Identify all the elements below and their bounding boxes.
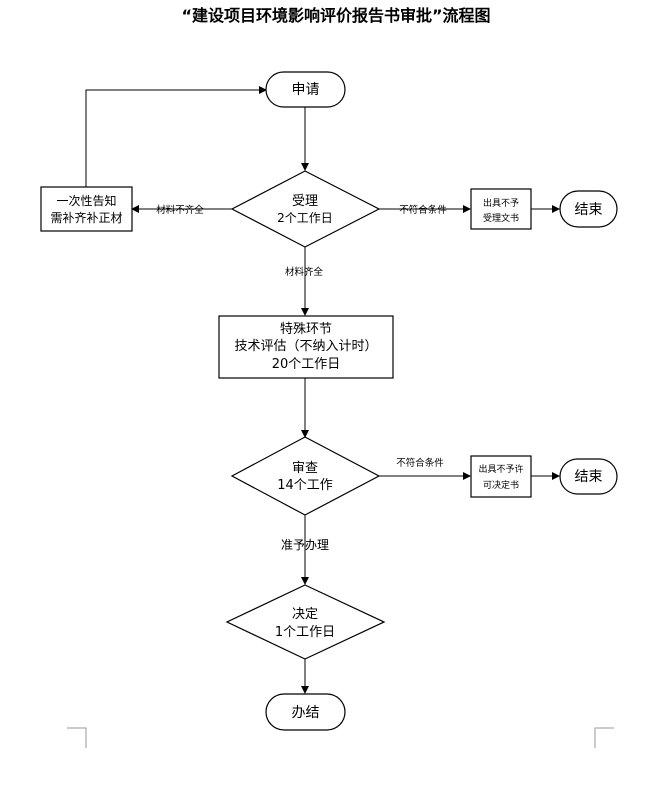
svg-text:一次性告知: 一次性告知 <box>56 194 116 208</box>
edge-label-nonconform-2: 不符合条件 <box>396 457 444 469</box>
edge-label-incomplete: 材料不齐全 <box>156 204 204 216</box>
svg-text:出具不予: 出具不予 <box>483 197 519 209</box>
page-corner-mark-right <box>594 727 614 748</box>
node-accept: 受理 2个工作日 <box>230 170 381 248</box>
svg-text:特殊环节: 特殊环节 <box>280 322 332 337</box>
svg-text:20个工作日: 20个工作日 <box>272 357 341 372</box>
node-end-1: 结束 <box>559 190 618 228</box>
svg-text:申请: 申请 <box>292 82 320 98</box>
svg-text:2个工作日: 2个工作日 <box>277 211 333 225</box>
svg-text:审查: 审查 <box>292 461 318 476</box>
node-notify: 一次性告知 需补齐补正材 <box>40 186 133 232</box>
diagram-title: “建设项目环境影响评价报告书审批”流程图 <box>181 6 490 25</box>
page-corner-mark-left <box>67 727 87 748</box>
svg-text:办结: 办结 <box>292 705 320 721</box>
edge-notify-apply <box>85 86 267 187</box>
edge-label-approve: 准予办理 <box>281 537 329 552</box>
svg-text:受理: 受理 <box>292 194 318 209</box>
edge-label-complete: 材料齐全 <box>285 266 324 278</box>
svg-text:14个工作: 14个工作 <box>277 478 333 493</box>
node-reject-permit: 出具不予许 可决定书 <box>470 455 532 498</box>
svg-text:可决定书: 可决定书 <box>483 479 519 491</box>
svg-text:结束: 结束 <box>575 469 603 485</box>
node-review: 审查 14个工作 <box>230 436 381 516</box>
svg-text:1个工作日: 1个工作日 <box>275 625 335 640</box>
svg-text:决定: 决定 <box>292 607 318 622</box>
svg-text:需补齐补正材: 需补齐补正材 <box>50 210 122 225</box>
node-end-2: 结束 <box>559 458 618 495</box>
svg-text:出具不予许: 出具不予许 <box>478 463 523 475</box>
svg-text:受理文书: 受理文书 <box>483 212 519 224</box>
svg-text:结束: 结束 <box>575 202 603 218</box>
node-reject-accept: 出具不予 受理文书 <box>470 188 532 230</box>
node-decide: 决定 1个工作日 <box>225 584 386 660</box>
node-special: 特殊环节 技术评估（不纳入计时） 20个工作日 <box>218 315 394 379</box>
svg-text:技术评估（不纳入计时）: 技术评估（不纳入计时） <box>234 339 377 354</box>
node-done: 办结 <box>265 693 346 731</box>
node-apply: 申请 <box>265 71 346 108</box>
edge-label-nonconform-1: 不符合条件 <box>399 204 447 216</box>
